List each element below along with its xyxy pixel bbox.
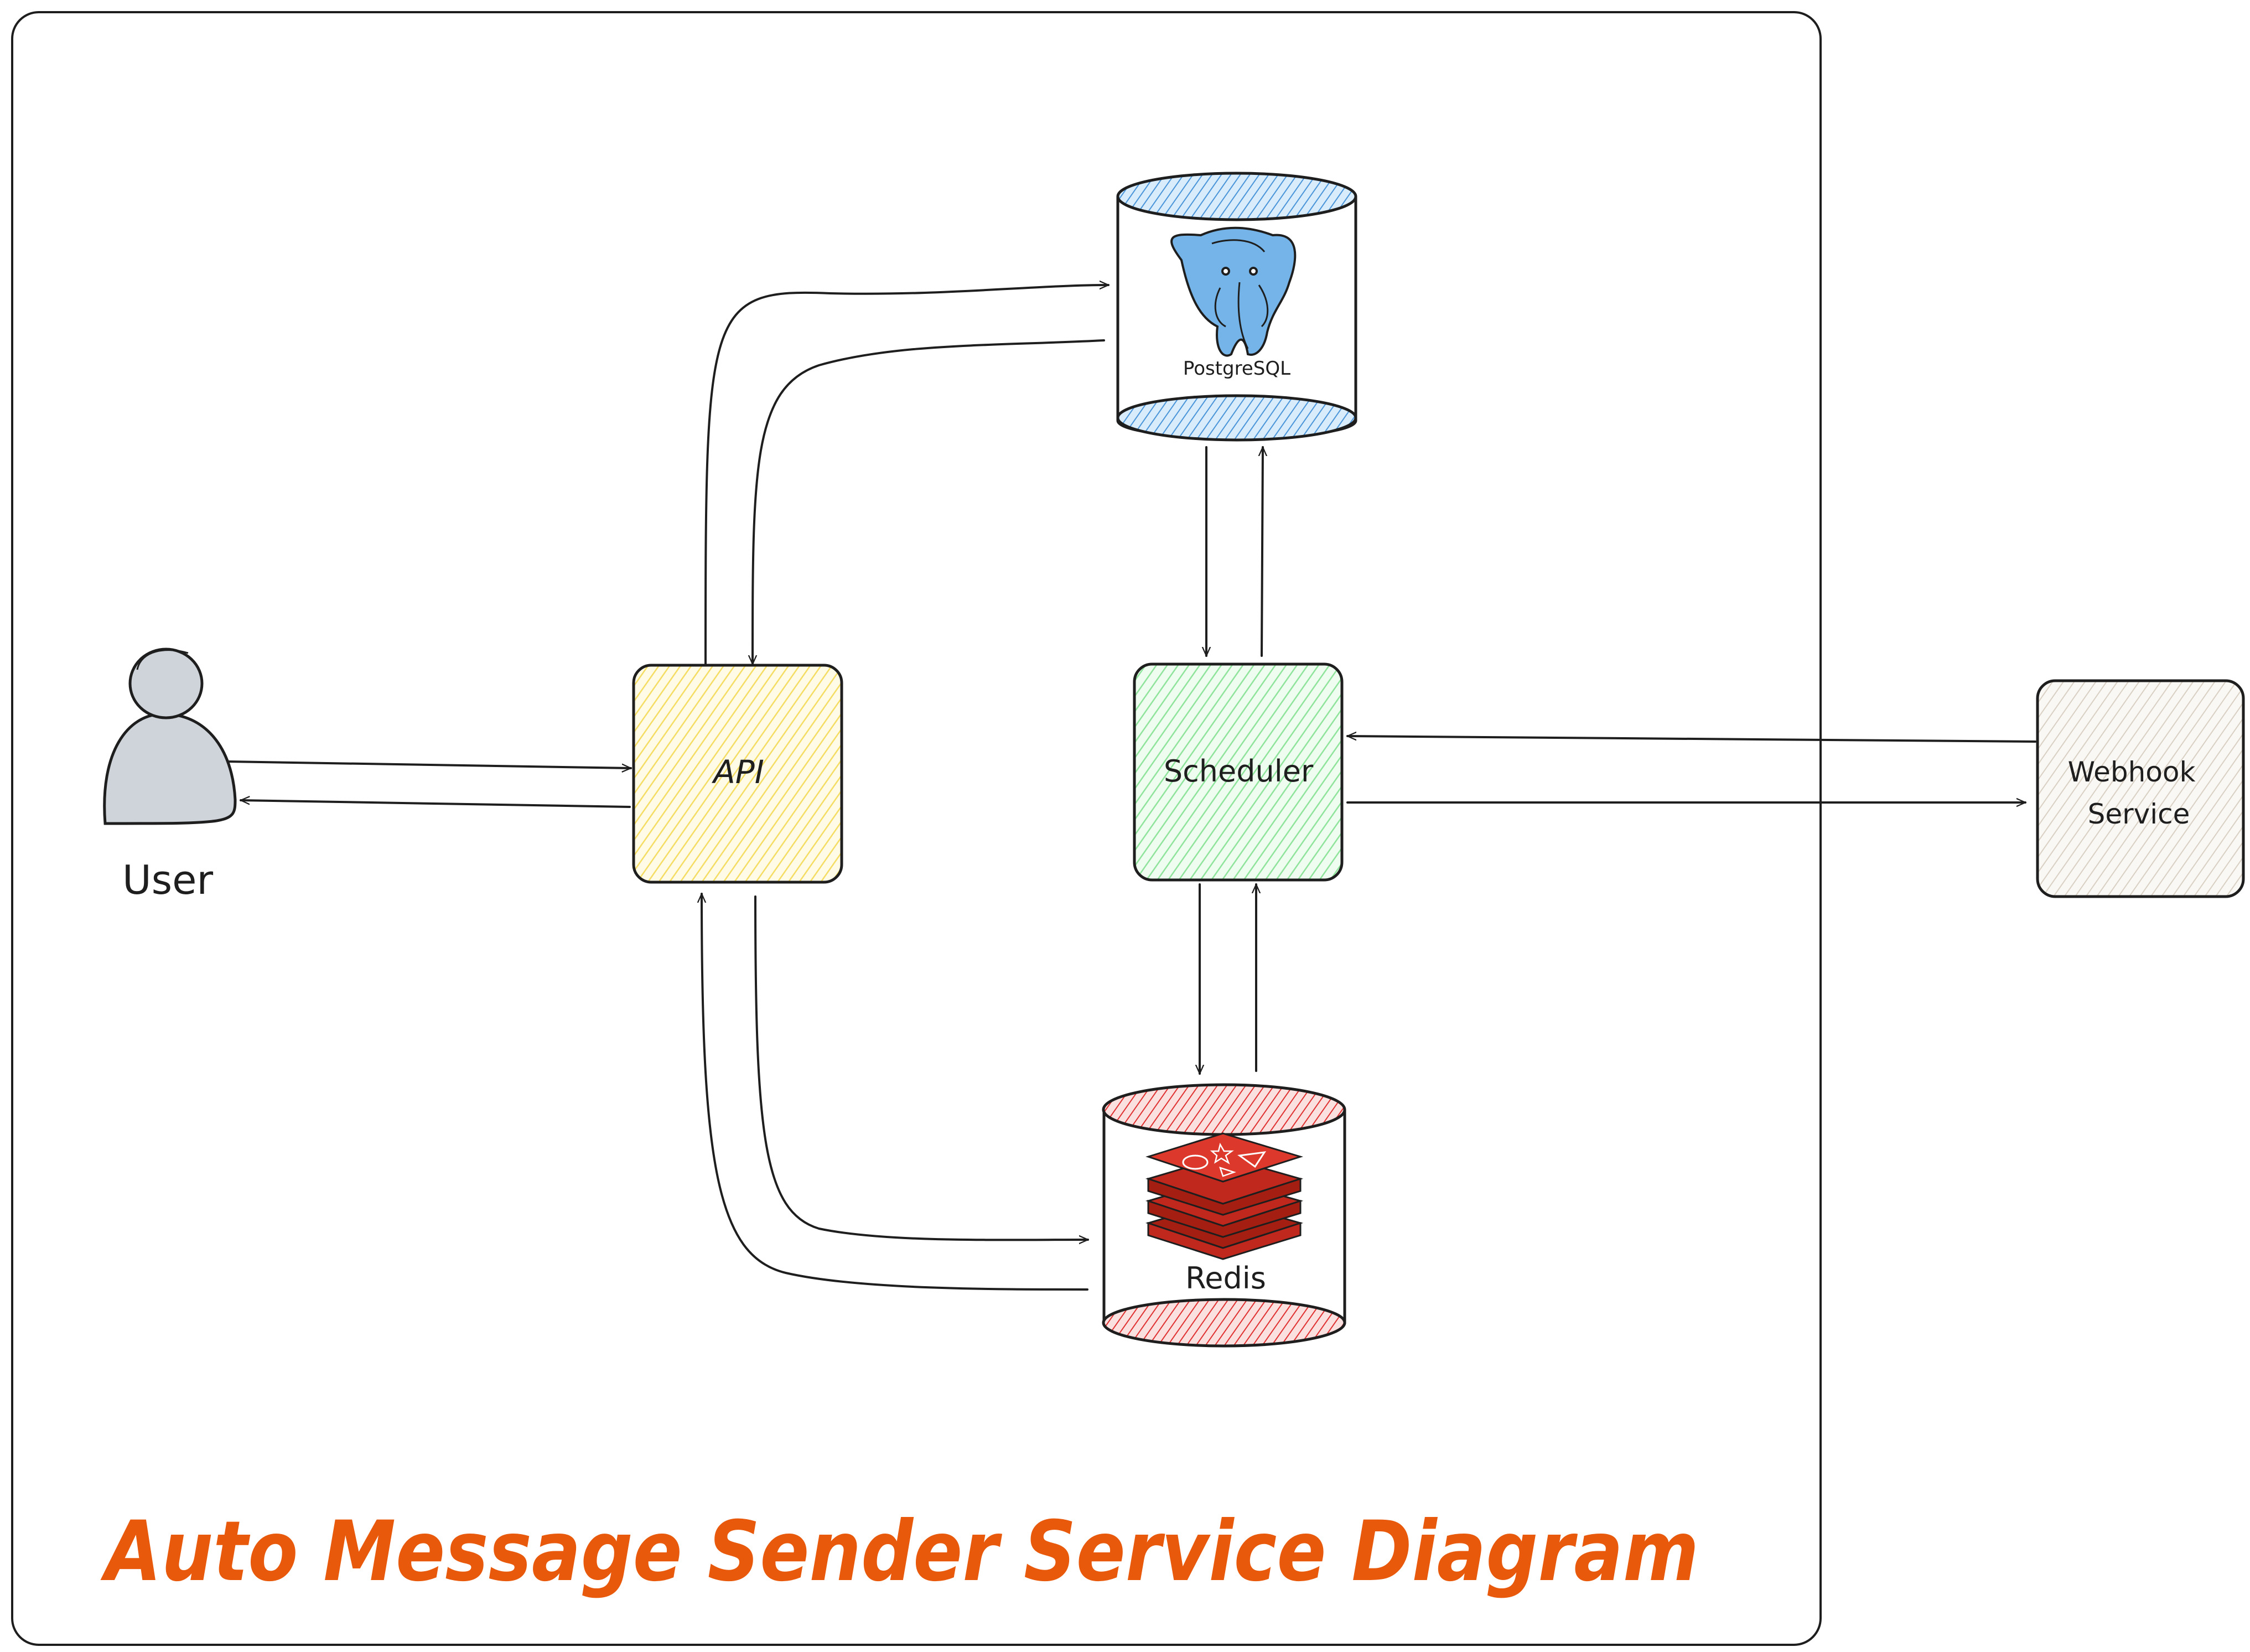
scheduler-label: Scheduler (1164, 754, 1314, 789)
arrow-redis-to-api (702, 893, 1088, 1291)
redis-node[interactable]: Redis (1102, 1083, 1346, 1348)
postgresql-cylinder-top (1116, 172, 1357, 221)
diagram-title: Auto Message Sender Service Diagram (100, 1504, 1699, 1600)
scheduler-node[interactable]: Scheduler (1133, 662, 1344, 882)
webhook-service-node[interactable]: Webhook Service (2036, 679, 2245, 898)
redis-cylinder-top (1102, 1083, 1346, 1136)
api-box[interactable] (632, 664, 843, 884)
api-label: API (711, 753, 764, 791)
postgresql-cylinder-bottom (1116, 394, 1357, 442)
arrow-api-to-user (240, 800, 631, 808)
webhook-service-box[interactable] (2036, 679, 2245, 898)
arrow-api-to-postgres (704, 285, 1110, 666)
redis-label: Redis (1185, 1261, 1266, 1296)
arrow-scheduler-to-postgres (1262, 446, 1263, 657)
scheduler-box[interactable] (1133, 662, 1344, 882)
redis-logo-icon (1145, 1132, 1304, 1260)
api-node[interactable]: API (632, 664, 843, 884)
user-label: User (122, 857, 214, 903)
connectors (227, 285, 2036, 1291)
redis-cylinder-bottom (1102, 1298, 1346, 1348)
arrow-webhook-to-scheduler (1346, 736, 2036, 743)
user-icon (103, 648, 237, 825)
diagram-frame (11, 11, 1822, 1646)
arrow-postgres-to-api (753, 339, 1105, 665)
arrow-user-to-api (227, 760, 632, 768)
arrow-api-to-redis (754, 895, 1089, 1240)
webhook-label-line2: Service (2088, 798, 2190, 830)
postgresql-label: PostgreSQL (1183, 358, 1290, 380)
postgresql-logo-icon (1170, 226, 1297, 357)
webhook-label-line1: Webhook (2068, 756, 2196, 788)
postgresql-node[interactable]: PostgreSQL (1116, 172, 1357, 442)
user-node: User (103, 648, 237, 903)
